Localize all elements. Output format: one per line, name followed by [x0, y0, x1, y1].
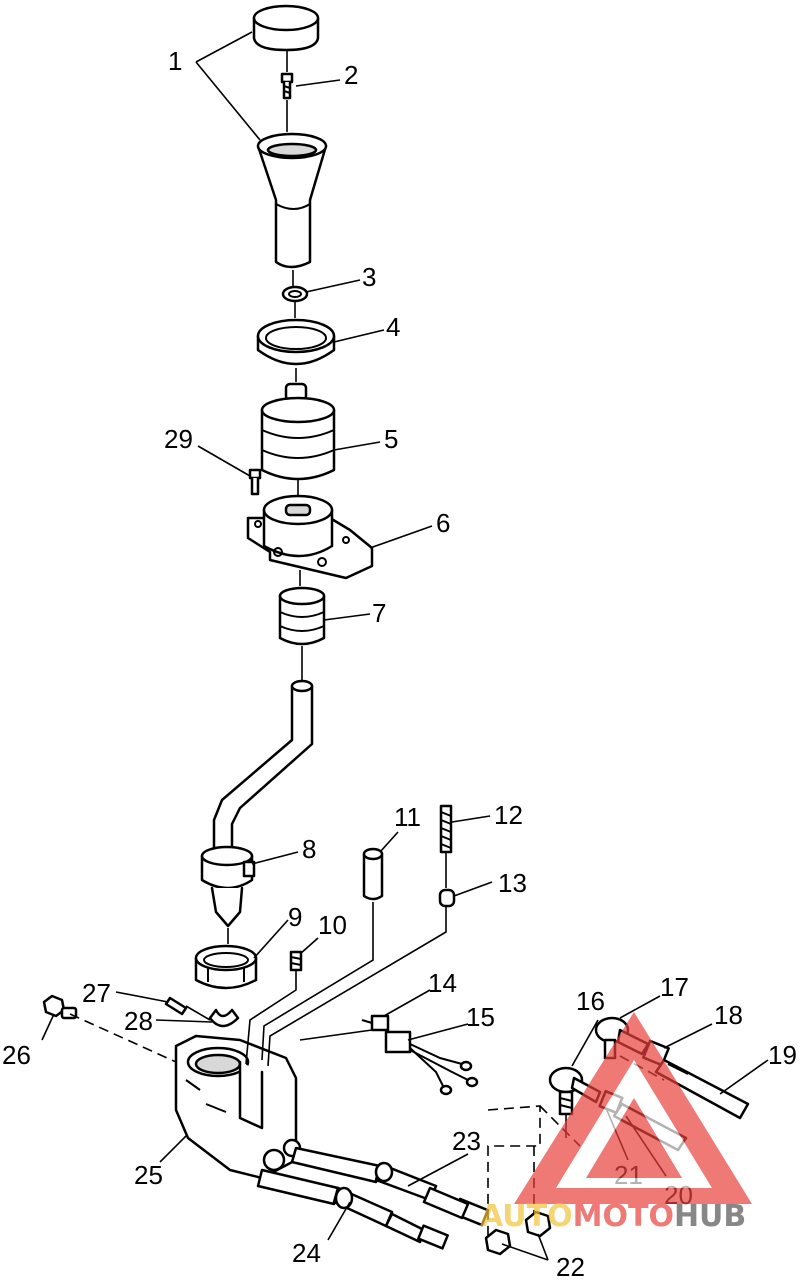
callout-24: 24	[292, 1238, 321, 1268]
callout-5: 5	[384, 424, 398, 454]
part-1-knob-cap	[252, 4, 320, 52]
callout-19: 19	[768, 1040, 797, 1070]
callout-25: 25	[134, 1160, 163, 1190]
callout-15: 15	[466, 1002, 495, 1032]
part-25-housing	[174, 1034, 302, 1180]
callout-18: 18	[714, 1000, 743, 1030]
callout-28: 28	[124, 1006, 153, 1036]
part-6-mounting-plate	[246, 494, 374, 580]
part-14-switch	[361, 1014, 390, 1032]
part-23-shift-rod	[290, 1146, 490, 1227]
callout-23: 23	[452, 1126, 481, 1156]
svg-text:AUTOMOTOHUB: AUTOMOTOHUB	[480, 1199, 746, 1234]
part-26-bolt	[42, 994, 78, 1020]
callout-10: 10	[318, 910, 347, 940]
part-29-screw	[248, 468, 262, 496]
part-28-clip	[208, 1008, 240, 1028]
callout-9: 9	[288, 902, 302, 932]
part-5-boot	[260, 382, 336, 481]
callout-13: 13	[498, 868, 527, 898]
part-1-knob-handle	[256, 132, 328, 269]
callout-12: 12	[494, 800, 523, 830]
callout-7: 7	[372, 598, 386, 628]
watermark-auto: AUTO	[480, 1199, 573, 1234]
part-2-screw	[280, 72, 294, 100]
part-3-washer	[281, 285, 309, 303]
part-4-ring	[256, 318, 336, 366]
automotohub-watermark: AUTOMOTOHUB	[480, 1012, 752, 1234]
part-13-detent-ball	[438, 888, 456, 908]
watermark-hub: HUB	[674, 1199, 746, 1234]
part-8-shift-lever	[200, 679, 314, 928]
warning-triangle-icon	[514, 1012, 752, 1204]
part-24-shift-rod	[256, 1168, 449, 1250]
watermark-moto: MOTO	[573, 1199, 674, 1234]
callout-3: 3	[362, 262, 376, 292]
callout-26: 26	[2, 1040, 31, 1070]
callout-11: 11	[394, 802, 421, 832]
callout-labels: 1 2 3 4 5 6 7 8 9 10 11 12 13 14 15 16 1…	[2, 46, 797, 1280]
part-10-set-screw	[289, 950, 303, 972]
part-27-pin	[164, 996, 188, 1016]
callout-14: 14	[428, 968, 457, 998]
callout-17: 17	[660, 972, 689, 1002]
callout-2: 2	[344, 60, 358, 90]
part-11-pin	[362, 847, 384, 901]
callout-leaders	[41, 31, 769, 1261]
part-15-wire-harness	[384, 1030, 479, 1096]
callout-29: 29	[164, 424, 193, 454]
callout-27: 27	[82, 978, 111, 1008]
callout-8: 8	[302, 834, 316, 864]
callout-1: 1	[168, 46, 182, 76]
callout-4: 4	[386, 312, 400, 342]
part-9-collar	[194, 944, 258, 990]
callout-6: 6	[436, 508, 450, 538]
part-12-spring	[439, 804, 453, 854]
callout-16: 16	[576, 986, 605, 1016]
callout-22: 22	[556, 1252, 585, 1280]
part-7-bushing	[278, 586, 326, 646]
